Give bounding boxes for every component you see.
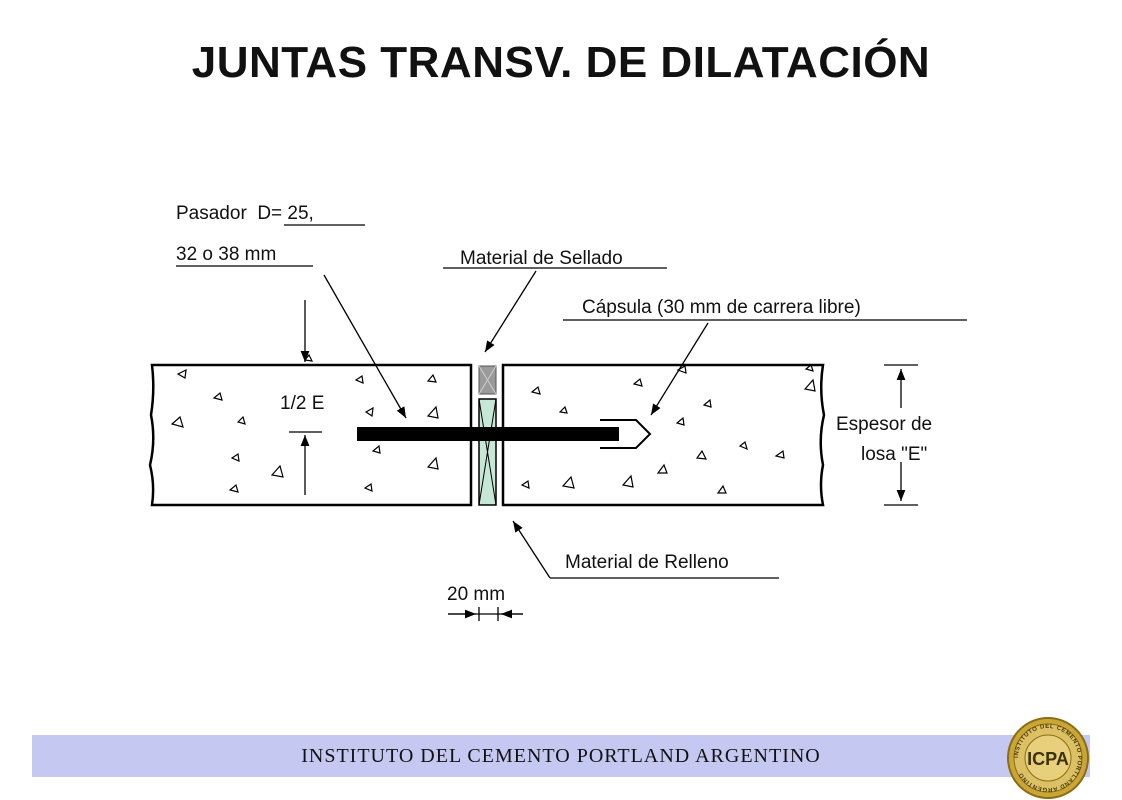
filler-label: Material de Relleno (565, 552, 729, 573)
thickness-label-line1: Espesor de (836, 414, 932, 435)
half-thickness-dimension (289, 300, 322, 495)
dowel-label-line1: Pasador D= 25, (176, 203, 314, 224)
footer-band: INSTITUTO DEL CEMENTO PORTLAND ARGENTINO (32, 735, 1090, 777)
logo-text: ICPA (1027, 749, 1069, 769)
filler-strip (478, 398, 497, 506)
left-slab (148, 363, 473, 507)
leader-lines (176, 224, 967, 579)
joint-diagram: Pasador D= 25, 32 o 38 mm Material de Se… (148, 203, 967, 621)
capsule (600, 419, 652, 449)
dowel-label-line2: 32 o 38 mm (176, 244, 276, 265)
capsule-label: Cápsula (30 mm de carrera libre) (582, 297, 861, 318)
footer-text: INSTITUTO DEL CEMENTO PORTLAND ARGENTINO (301, 745, 821, 767)
icpa-logo: INSTITUTO DEL CEMENTO PORTLAND ARGENTINO… (1007, 717, 1089, 799)
half-thickness-label: 1/2 E (280, 393, 324, 414)
page-title: JUNTAS TRANSV. DE DILATACIÓN (191, 38, 931, 87)
sealant-label: Material de Sellado (460, 248, 623, 269)
joint-width-label: 20 mm (447, 584, 505, 605)
thickness-dimension (884, 364, 918, 506)
sealant-block (478, 365, 497, 395)
dowel-bar (357, 427, 619, 441)
joint-width-dimension (448, 607, 523, 621)
thickness-label-line2: losa "E" (861, 444, 927, 465)
right-slab (501, 363, 826, 507)
aggregate-marks (170, 353, 816, 494)
